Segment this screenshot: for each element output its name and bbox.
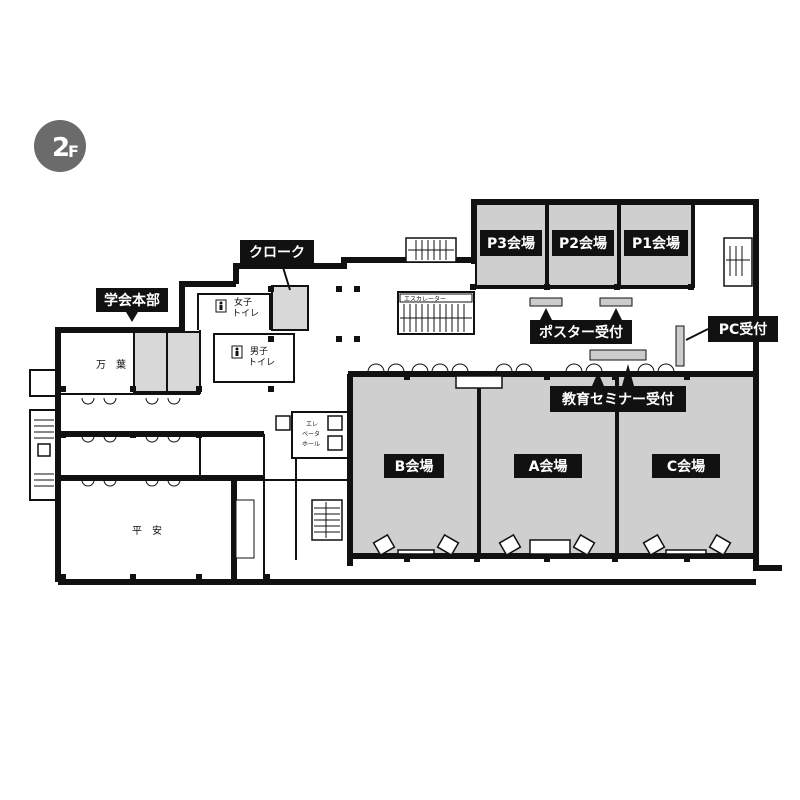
women-toilet-icon [215, 299, 227, 313]
escalator-label: エスカレーター [404, 295, 446, 303]
women-toilet-label-1: 女子 [234, 296, 252, 308]
stairs-top [405, 237, 457, 263]
room-b-label-inverse: B会場 [395, 458, 434, 475]
callout-kyoiku-seminar-text: 教育セミナー受付 [562, 391, 674, 408]
elevator-hall-label-1: エレ [306, 421, 318, 428]
room-heian-label: 平 安 [132, 524, 162, 537]
escalator: エスカレーター [397, 291, 475, 335]
room-p1-label: P1会場 [632, 235, 680, 252]
floor-badge-circle [34, 120, 86, 172]
room-c-label-inverse: C会場 [667, 458, 705, 475]
room-banyo-label: 万 葉 [96, 358, 126, 371]
stairs-lower [311, 499, 343, 541]
elevators [275, 415, 343, 451]
room-a-box [514, 454, 582, 478]
callout-gakkai-honbu-text: 学会本部 [104, 292, 160, 309]
p1-label: P1会場 [624, 230, 688, 256]
women-toilet-label-2: トイレ [232, 309, 259, 319]
outer-walls [29, 199, 782, 585]
booths [372, 533, 732, 557]
stairs-right [723, 237, 753, 287]
p3-label: P3会場 [480, 230, 542, 256]
room-a-label-inverse: A会場 [529, 458, 568, 475]
callout-pc-uketsuke-text: PC受付 [719, 321, 768, 338]
stairs-left [34, 419, 54, 487]
callout-cloak: クローク [240, 240, 314, 291]
callout-poster-uketsuke-text: ポスター受付 [539, 324, 623, 341]
p2-label: P2会場 [552, 230, 614, 256]
floor-number: 2 [52, 133, 70, 163]
cloak-room [271, 285, 309, 331]
elevator-hall-label-2: ベータ [302, 430, 320, 438]
elevator-hall-label-3: ホール [302, 441, 320, 448]
room-p3-label: P3会場 [487, 235, 535, 252]
men-toilet-icon [231, 345, 243, 359]
callout-pc-uketsuke: PC受付 [685, 316, 778, 342]
floor-suffix: F [68, 142, 79, 161]
callout-kyoiku-seminar: 教育セミナー受付 [550, 364, 686, 412]
doors [81, 363, 675, 487]
room-p2-label: P2会場 [559, 235, 607, 252]
counters [235, 297, 685, 559]
callout-poster-uketsuke: ポスター受付 [530, 308, 632, 344]
floor-badge: 2 F [34, 120, 86, 172]
room-c-box [652, 454, 720, 478]
men-toilet-label-1: 男子 [250, 346, 268, 357]
men-toilet-label-2: トイレ [248, 358, 275, 368]
room-b-box [384, 454, 444, 478]
callout-gakkai-honbu: 学会本部 [96, 288, 168, 322]
callout-cloak-text: クローク [249, 245, 305, 261]
